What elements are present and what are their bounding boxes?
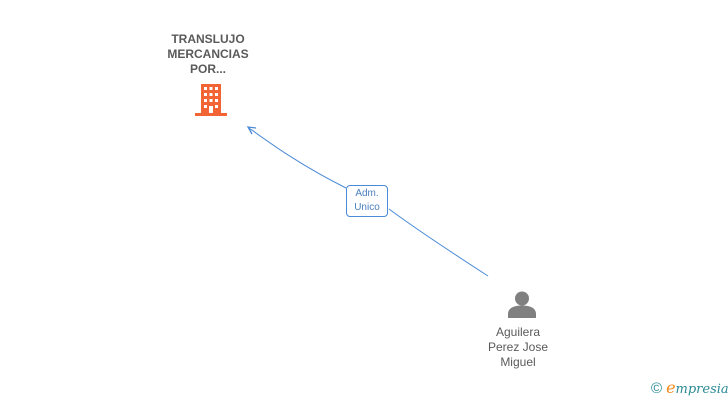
relation-edge (248, 127, 489, 277)
company-name[interactable]: TRANSLUJO MERCANCIAS POR... (148, 32, 268, 77)
person-icon[interactable] (507, 290, 537, 323)
relation-label-line: Adm. (355, 188, 379, 199)
company-name-line: POR... (189, 62, 226, 76)
brand-logo[interactable]: empresia (666, 380, 728, 398)
relation-badge[interactable]: Adm. Unico (346, 185, 388, 217)
building-icon[interactable] (194, 83, 228, 124)
arrowhead-icon (246, 126, 257, 135)
relation-label-line: Unico (354, 202, 380, 213)
company-name-line: MERCANCIAS (167, 47, 249, 61)
person-name-line: Miguel (500, 355, 536, 369)
person-name[interactable]: Aguilera Perez Jose Miguel (468, 325, 568, 370)
copyright-icon: © (651, 380, 663, 397)
brand-logo-initial: e (666, 378, 676, 397)
brand-footer: © empresia (651, 380, 728, 398)
person-name-line: Perez Jose (487, 340, 549, 354)
company-name-line: TRANSLUJO (171, 32, 245, 46)
person-name-line: Aguilera (495, 325, 541, 339)
brand-logo-text: mpresia (675, 382, 728, 397)
